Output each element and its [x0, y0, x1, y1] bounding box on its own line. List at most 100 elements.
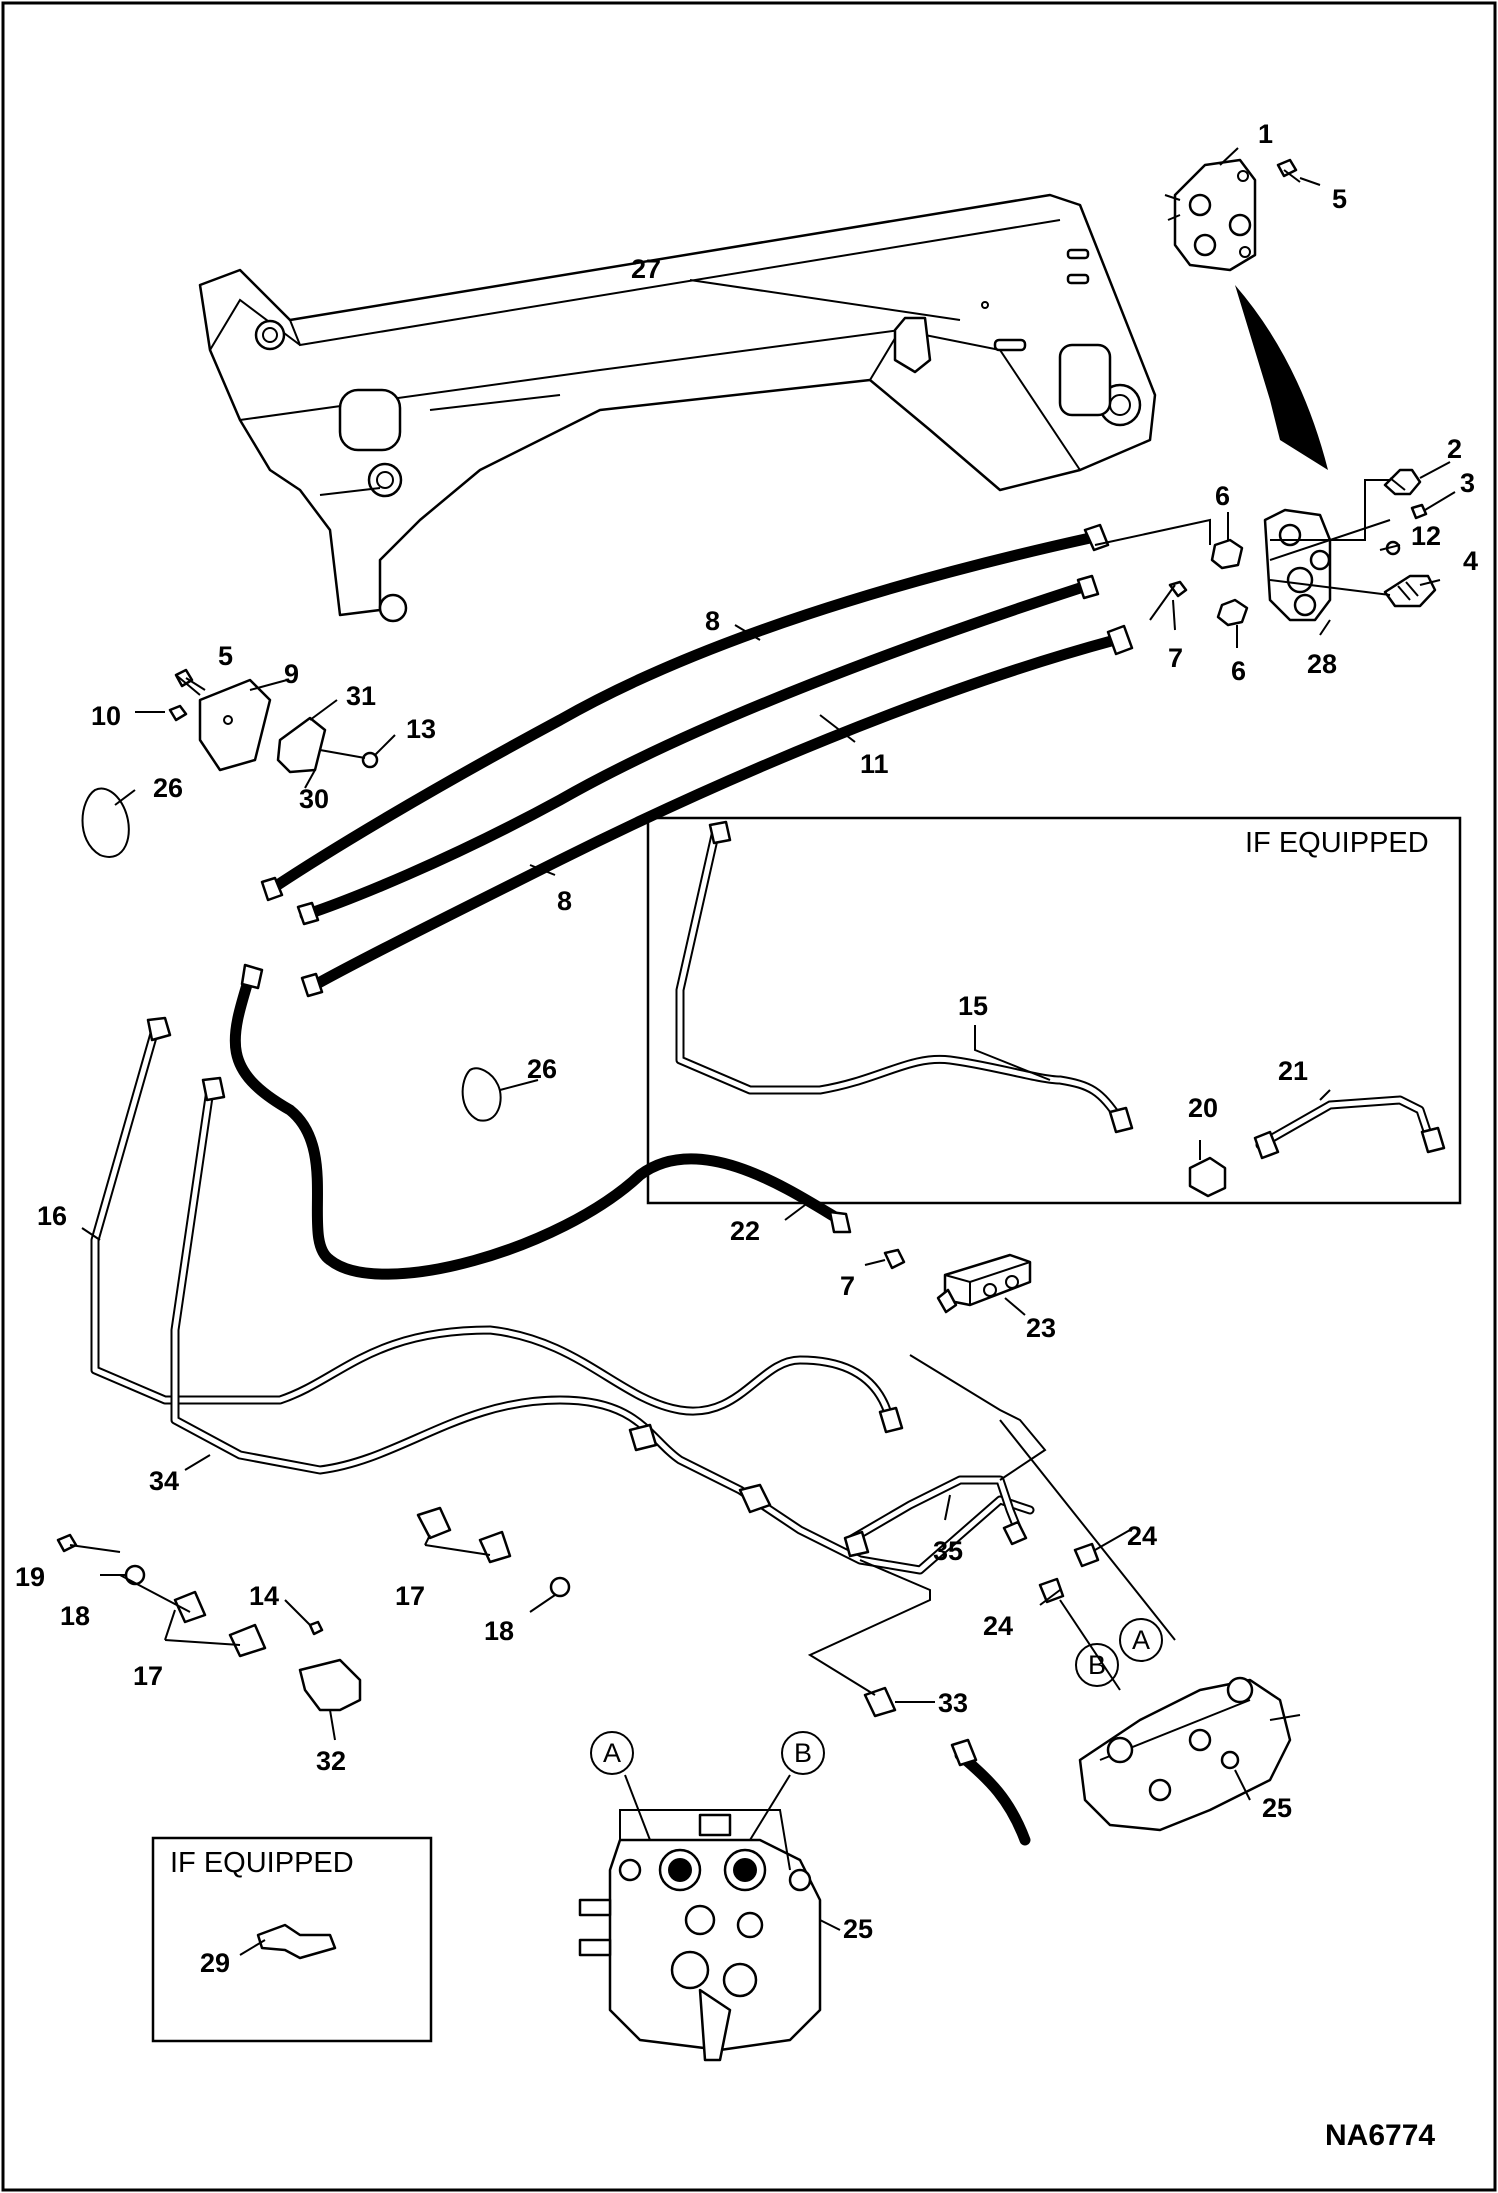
optional-box-tubes: IF EQUIPPED: [646, 816, 1462, 1205]
bracket-29: [256, 1923, 337, 1960]
callout-11: 11: [860, 749, 889, 779]
bolt-upper: [1276, 158, 1301, 183]
callout-12: 12: [1411, 521, 1441, 551]
port-markers: A B B A: [590, 1618, 1163, 1775]
callout-5-top: 5: [1332, 184, 1347, 214]
callout-17-left: 17: [133, 1661, 163, 1691]
callout-7-bottom: 7: [840, 1271, 855, 1301]
callout-26-upper: 26: [153, 773, 183, 803]
callout-7-top: 7: [1168, 643, 1183, 673]
optional-box-tubes-title: IF EQUIPPED: [1245, 827, 1429, 859]
callout-19: 19: [15, 1562, 45, 1592]
callout-24-right: 24: [1127, 1521, 1157, 1551]
drawing-number: NA6774: [1325, 2119, 1435, 2152]
fittings-24: [1002, 1520, 1100, 1604]
tube-16: [90, 1016, 904, 1434]
hose-group: [260, 523, 1134, 998]
bolt-5-left: [174, 668, 194, 688]
callout-14: 14: [249, 1581, 279, 1611]
callout-21: 21: [1278, 1056, 1308, 1086]
bracket-32: [298, 1658, 362, 1712]
bracket-9: [198, 678, 272, 772]
clamp-17-left-b: [228, 1623, 267, 1658]
callout-35: 35: [933, 1536, 963, 1566]
callout-29: 29: [200, 1948, 230, 1978]
callout-4: 4: [1463, 546, 1478, 576]
callout-17-center: 17: [395, 1581, 425, 1611]
elbow-20: [1188, 1156, 1227, 1198]
callout-5-left: 5: [218, 641, 233, 671]
nut-10: [168, 704, 188, 722]
callout-16: 16: [37, 1201, 67, 1231]
leader-lines: [81, 147, 1456, 1956]
clamp-17-left-a: [173, 1590, 207, 1624]
port-marker-b-center: B: [781, 1731, 825, 1775]
fitting-6-lower: [1216, 598, 1249, 627]
clamp-31: [276, 716, 327, 774]
callout-3: 3: [1460, 468, 1475, 498]
bolt-19: [56, 1533, 78, 1553]
callout-25-center: 25: [843, 1914, 873, 1944]
clamp-17-center-a: [416, 1506, 452, 1540]
svg-text:A: A: [603, 1738, 621, 1768]
fitting-3: [1410, 503, 1428, 520]
callout-labels: 1 5 27 2 3 6 12 4 7 6 28 8 11 8 5 9 10 3…: [15, 119, 1478, 1978]
hose-22: [229, 963, 852, 1280]
coupler-block-upper: [1164, 158, 1257, 272]
tube-21: [1253, 1095, 1446, 1160]
shadow-wedge: [1235, 285, 1328, 470]
svg-text:B: B: [794, 1738, 812, 1768]
port-marker-a-left: A: [590, 1731, 634, 1775]
tube-34: [170, 1076, 1035, 1575]
callout-13: 13: [406, 714, 436, 744]
callout-22: 22: [730, 1216, 760, 1246]
callout-26-lower: 26: [527, 1054, 557, 1084]
callout-30: 30: [299, 784, 329, 814]
callout-6-bottom: 6: [1231, 656, 1246, 686]
pin-13: [361, 751, 379, 769]
svg-text:A: A: [1132, 1625, 1150, 1655]
callout-25-right: 25: [1262, 1793, 1292, 1823]
callout-1: 1: [1258, 119, 1273, 149]
callout-9: 9: [284, 659, 299, 689]
tube-15: [675, 820, 1134, 1134]
hardware-lower-left: [56, 1506, 571, 1712]
tube-35: [843, 1475, 1025, 1558]
fitting-6-upper: [1210, 538, 1244, 570]
callout-15: 15: [958, 991, 988, 1021]
callout-27: 27: [631, 254, 661, 284]
callout-24-left: 24: [983, 1611, 1013, 1641]
callout-18-center: 18: [484, 1616, 514, 1646]
fitting-4: [1383, 574, 1437, 608]
callout-8-upper: 8: [705, 606, 720, 636]
tie-strap-26-upper: [81, 787, 130, 858]
coupler-block-lower: [1263, 508, 1332, 622]
port-marker-a-right: A: [1119, 1618, 1163, 1662]
callout-23: 23: [1026, 1313, 1056, 1343]
callout-31: 31: [346, 681, 376, 711]
callout-10: 10: [91, 701, 121, 731]
callout-33: 33: [938, 1688, 968, 1718]
hardware-upper-left: [81, 668, 502, 1122]
control-valve-25-center: [578, 1809, 822, 2062]
clamp-17-center-b: [478, 1530, 512, 1564]
svg-text:B: B: [1088, 1650, 1106, 1680]
washer-18-left: [124, 1564, 146, 1586]
callout-8-lower: 8: [557, 886, 572, 916]
fitting-2: [1383, 468, 1422, 496]
diverter-valve-23: [936, 1253, 1032, 1314]
screw-14: [308, 1620, 324, 1636]
control-valve-25-right: [1078, 1676, 1301, 1832]
callout-34: 34: [149, 1466, 179, 1496]
port-marker-b-right: B: [1075, 1643, 1119, 1687]
callout-18-left: 18: [60, 1601, 90, 1631]
fitting-7-lower: [883, 1248, 906, 1270]
callout-28: 28: [1307, 649, 1337, 679]
optional-box-bracket-title: IF EQUIPPED: [170, 1847, 354, 1879]
tie-strap-26-lower: [461, 1067, 502, 1122]
lift-arm: [198, 193, 1157, 623]
washer-18-center: [549, 1576, 571, 1598]
